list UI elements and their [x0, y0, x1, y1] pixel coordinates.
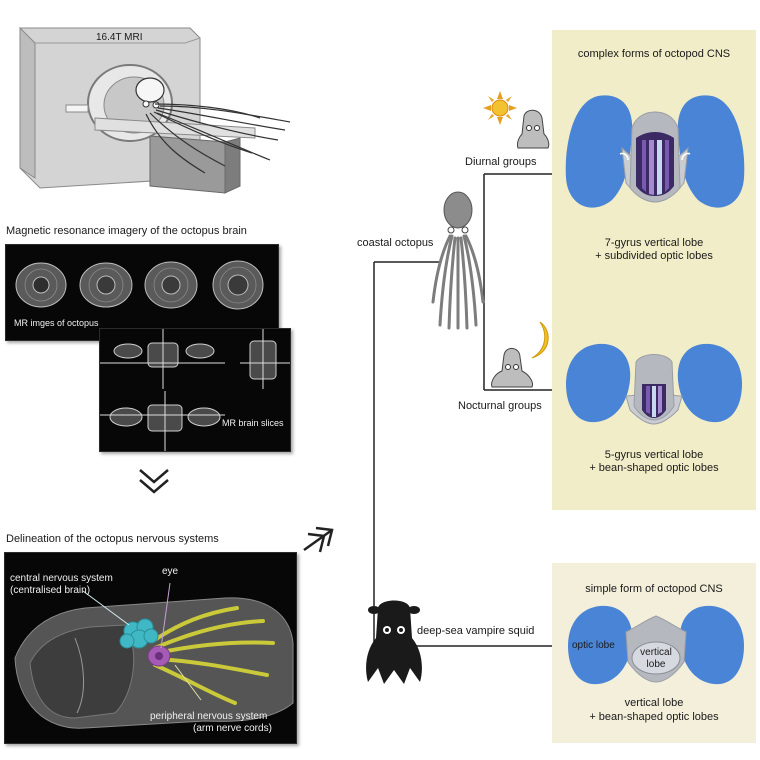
chevron-down-icon — [134, 462, 174, 502]
coastal-octopus-label: coastal octopus — [357, 237, 434, 249]
simple-caption-line2: + bean-shaped optic lobes — [589, 711, 719, 723]
cns-label-line2: (centralised brain) — [10, 585, 91, 596]
moon-icon — [522, 320, 552, 360]
vertical-lobe-label-line1: vertical — [640, 647, 672, 658]
mri-machine-label: 16.4T MRI — [96, 32, 143, 43]
vampire-squid-illustration — [364, 598, 424, 688]
simple-caption-line1: vertical lobe — [624, 697, 684, 709]
arrow-up-right-icon — [296, 520, 342, 560]
sun-icon — [482, 90, 518, 126]
nocturnal-octopus-icon — [488, 345, 536, 391]
simple-brain-diagram — [566, 602, 746, 692]
diurnal-caption-line1: 7-gyrus vertical lobe — [604, 237, 704, 249]
complex-box-title: complex forms of octopod CNS — [577, 48, 731, 60]
nocturnal-brain-diagram — [564, 340, 744, 430]
nocturnal-groups-label: Nocturnal groups — [458, 400, 542, 412]
mr-slices-label: MR brain slices — [222, 418, 284, 428]
eye-label: eye — [162, 566, 179, 577]
diurnal-caption-line2: + subdivided optic lobes — [595, 250, 713, 262]
pns-label-line2: (arm nerve cords) — [193, 723, 272, 734]
nocturnal-caption-line1: 5-gyrus vertical lobe — [604, 449, 704, 461]
nocturnal-caption-line2: + bean-shaped optic lobes — [589, 462, 719, 474]
vampire-squid-label: deep-sea vampire squid — [417, 625, 535, 637]
mr-section-title: Magnetic resonance imagery of the octopu… — [6, 225, 247, 237]
mr-slices-panel — [99, 328, 291, 452]
coastal-octopus-illustration — [430, 190, 486, 330]
mri-machine-illustration — [0, 18, 300, 218]
diurnal-groups-label: Diurnal groups — [465, 156, 537, 168]
vertical-lobe-label-line2: lobe — [646, 659, 666, 670]
cns-label-line1: central nervous system — [10, 573, 113, 584]
delineation-title: Delineation of the octopus nervous syste… — [6, 533, 219, 545]
diurnal-octopus-icon — [512, 108, 552, 152]
mr-images-panel — [5, 244, 279, 341]
delineation-panel — [4, 552, 297, 744]
diurnal-brain-diagram — [562, 88, 748, 218]
optic-lobe-label: optic lobe — [572, 640, 615, 651]
pns-label-line1: peripheral nervous system — [150, 711, 268, 722]
simple-box-title: simple form of octopod CNS — [585, 583, 723, 595]
mr-images-label: MR imges of octopus — [14, 318, 99, 328]
